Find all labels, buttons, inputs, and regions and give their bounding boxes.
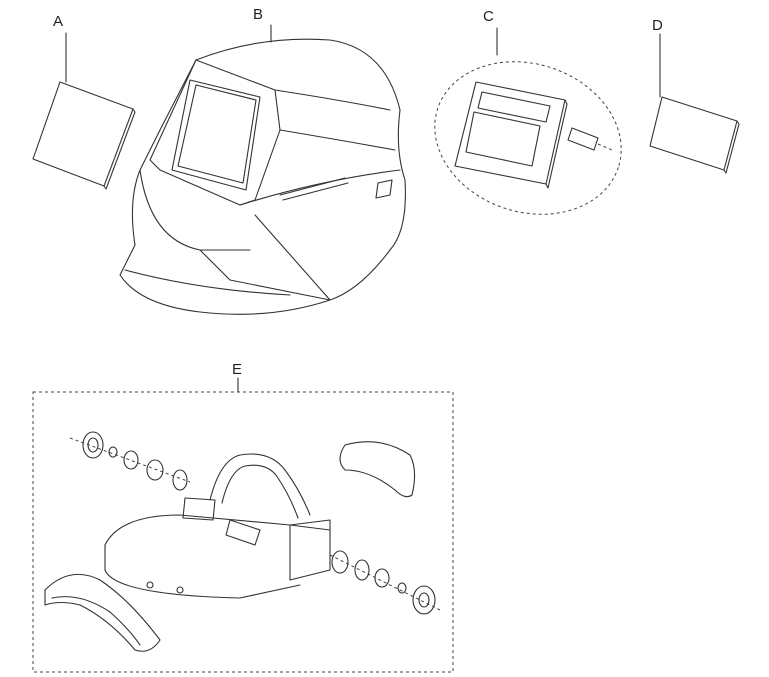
label-b: B: [253, 6, 264, 23]
label-a: A: [53, 13, 64, 30]
part-b-helmet-shell: [119, 24, 406, 315]
part-a-outer-lens: [32, 32, 136, 190]
label-c: C: [483, 8, 494, 25]
part-d-inner-lens: [649, 33, 740, 174]
label-e: E: [232, 361, 243, 378]
part-c-adf-cartridge: [434, 27, 622, 215]
part-e-headgear: [32, 377, 454, 673]
label-d: D: [652, 17, 663, 34]
